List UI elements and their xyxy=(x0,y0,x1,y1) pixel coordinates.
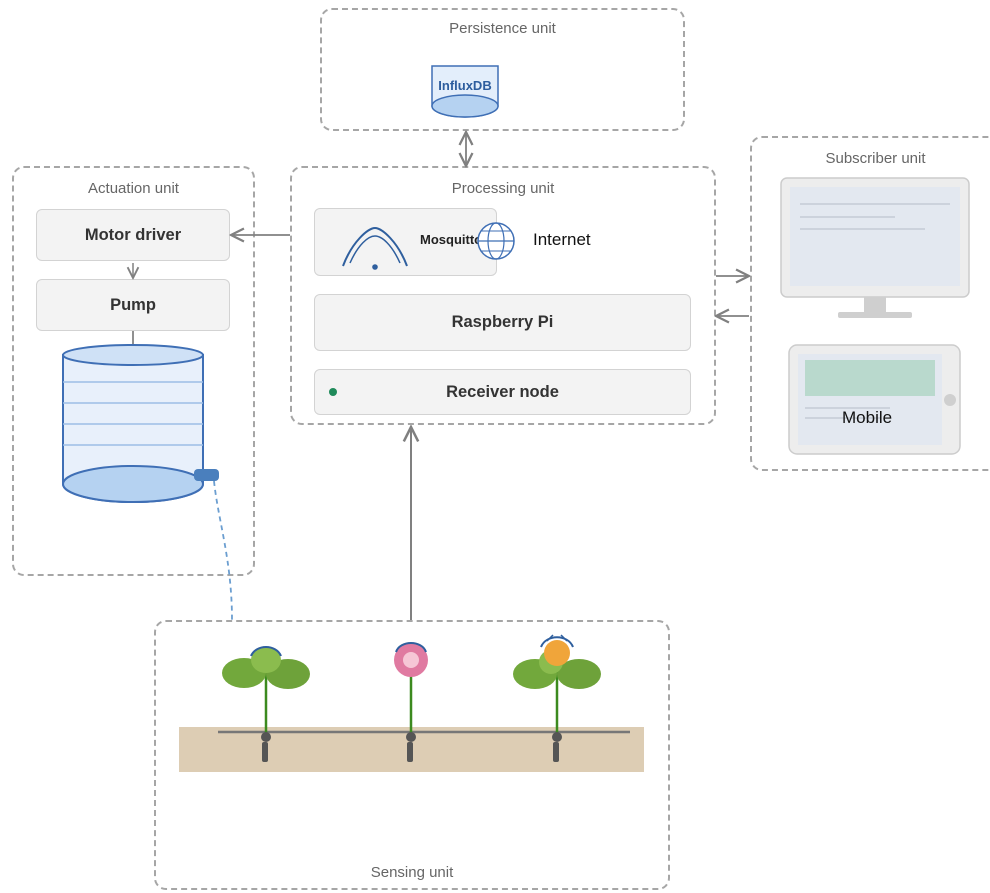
persistence-unit-title: Persistence unit xyxy=(449,20,556,37)
actuation-unit-title: Actuation unit xyxy=(88,180,179,197)
receiver-node-block: Receiver node xyxy=(314,369,691,415)
internet-label: Internet xyxy=(533,230,591,249)
mosquitto-label: Mosquitto xyxy=(420,232,483,247)
processing-unit: Processing unit xyxy=(290,166,716,425)
raspberry-pi-block: Raspberry Pi xyxy=(314,294,691,351)
subscriber-unit: Subscriber unit xyxy=(750,136,990,471)
influxdb-label: InfluxDB xyxy=(438,78,492,93)
receiver-node-label: Receiver node xyxy=(446,382,559,401)
actuation-unit: Actuation unit xyxy=(12,166,255,576)
mobile-label: Mobile xyxy=(842,408,893,427)
sensing-unit: Sensing unit xyxy=(154,620,670,890)
sensing-unit-title: Sensing unit xyxy=(370,864,454,881)
persistence-unit: Persistence unit xyxy=(320,8,685,131)
subscriber-unit-title: Subscriber unit xyxy=(825,150,926,167)
pump-block: Pump xyxy=(36,279,230,331)
processing-unit-title: Processing unit xyxy=(451,180,555,197)
motor-driver-block: Motor driver xyxy=(36,209,230,261)
